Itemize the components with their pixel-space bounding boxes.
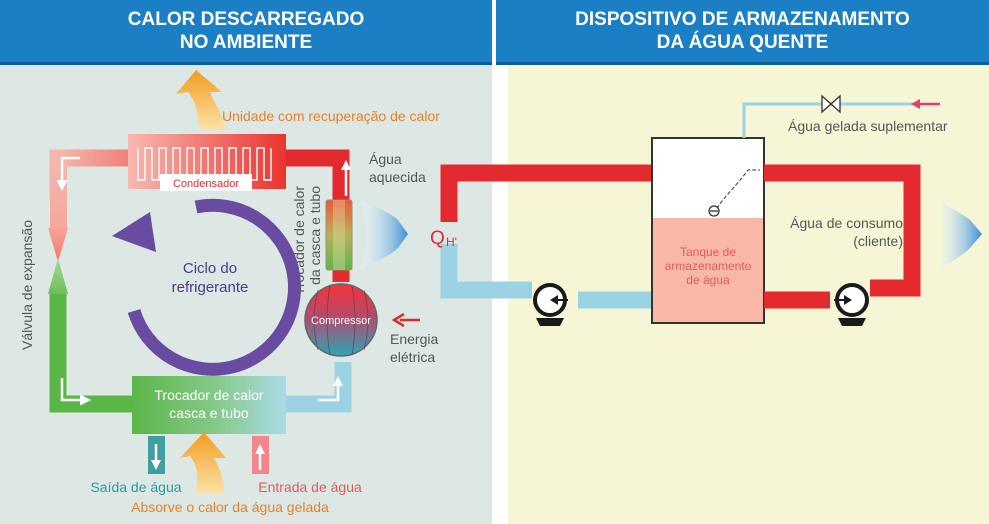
- absorb-heat-label: Absorve o calor da água gelada: [131, 499, 329, 515]
- expansion-valve-label: Válvula de expansão: [19, 220, 35, 350]
- flow-arrowhead-bottom-left: [79, 394, 92, 406]
- consumption-water-flow-icon: [936, 200, 982, 270]
- heat-recovery-arrow-icon: [176, 70, 226, 130]
- condenser-label: Condensador: [173, 178, 239, 190]
- water-out-arrowhead: [151, 460, 161, 470]
- water-in-arrowhead: [255, 444, 265, 454]
- heated-water-line1: Água: [369, 151, 402, 167]
- refrigerant-pipe-bottom-left: [49, 292, 135, 413]
- header-left-line2: NO AMBIENTE: [179, 32, 313, 53]
- pump-right-base: [838, 318, 866, 326]
- tank-label-line1: Tanque de: [680, 245, 736, 259]
- heated-water-line2: aquecida: [369, 169, 426, 185]
- shell-tube-heat-exchanger-bottom: [132, 376, 286, 434]
- electric-energy-arrowhead: [391, 312, 405, 328]
- expansion-valve-bottom-cone: [48, 258, 68, 294]
- tank-water: [653, 218, 763, 322]
- heated-water-flow-icon: [360, 200, 408, 270]
- flow-arrow-bottom-left: [60, 378, 86, 402]
- heat-recovery-unit-label: Unidade com recuperação de calor: [222, 108, 440, 124]
- absorb-heat-arrow-icon: [180, 432, 226, 494]
- hx-bottom-label-line2: casca e tubo: [169, 405, 249, 421]
- refrigerant-cycle-line2: refrigerante: [172, 279, 249, 296]
- consumption-water-line2: (cliente): [853, 233, 903, 249]
- tank-label-line3: de água: [686, 273, 730, 287]
- refrigerant-cycle-line1: Ciclo do: [183, 260, 237, 277]
- q-symbol: Q: [430, 228, 445, 249]
- refrigerant-pipe-left: [50, 158, 67, 230]
- header-right-line1: DISPOSITIVO DE ARMAZENAMENTO: [575, 9, 910, 30]
- heat-exchanger-vertical-shine: [333, 200, 345, 270]
- compressor-blades: [313, 284, 369, 356]
- compressor-label: Compressor: [311, 315, 371, 327]
- header-right-line2: DA ÁGUA QUENTE: [656, 32, 829, 53]
- float-valve-line: [713, 169, 760, 215]
- header-hot-water-storage: DISPOSITIVO DE ARMAZENAMENTO DA ÁGUA QUE…: [496, 0, 989, 65]
- supplementary-water-pipe: [742, 102, 920, 138]
- electric-energy-line1: Energia: [390, 331, 438, 347]
- refrigerant-cycle-arc: [127, 198, 301, 376]
- hx-bottom-label-line1: Trocador de calor: [154, 387, 264, 403]
- expansion-valve-top-cone: [48, 228, 68, 262]
- flow-arrowhead-top-left: [56, 179, 68, 192]
- pump-right-arrow: [844, 295, 852, 305]
- q-subscript: H': [446, 235, 457, 249]
- refrigerant-cycle-arrowhead-icon: [112, 212, 156, 252]
- water-in-label: Entrada de água: [258, 479, 362, 495]
- pump-left-arrow: [550, 295, 558, 305]
- cold-return-pipe-left: [440, 244, 532, 299]
- flow-arrow-bottom-right: [318, 380, 340, 402]
- header-heat-discharged: CALOR DESCARREGADO NO AMBIENTE: [0, 0, 492, 65]
- consumption-water-pipe-top: [764, 164, 921, 297]
- header-left-line1: CALOR DESCARREGADO: [127, 9, 365, 30]
- pump-left-base: [536, 318, 564, 326]
- electric-energy-line2: elétrica: [390, 349, 435, 365]
- condenser-coil: [137, 147, 272, 181]
- tank-label-line2: armazenamento: [665, 259, 752, 273]
- hx-vertical-label-line2: da casca e tubo: [307, 186, 323, 285]
- supplementary-water-label: Água gelada suplementar: [788, 118, 948, 134]
- shell-tube-heat-exchanger-vertical: [325, 199, 353, 271]
- compressor-icon: [304, 283, 378, 357]
- flow-arrow-top-left: [60, 156, 80, 186]
- flow-arrowhead-bottom-right: [333, 376, 343, 386]
- flow-arrowhead-right-up: [341, 160, 351, 170]
- water-out-label: Saída de água: [90, 479, 181, 495]
- hot-water-supply-pipe: [440, 164, 652, 222]
- condenser-label-box: [160, 174, 252, 191]
- consumption-water-line1: Água de consumo: [790, 215, 903, 231]
- gate-valve-icon: [821, 94, 841, 114]
- refrigerant-pipe-bottom-right: [285, 362, 352, 413]
